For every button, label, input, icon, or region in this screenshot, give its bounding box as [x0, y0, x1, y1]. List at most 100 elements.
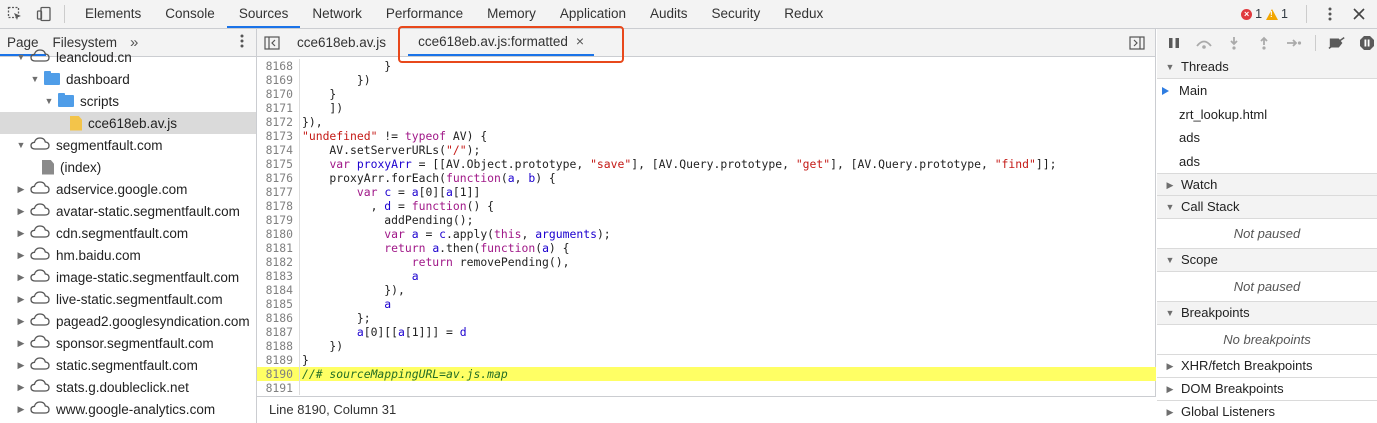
call-stack-section-header[interactable]: ▼ Call Stack	[1157, 196, 1377, 219]
tree-item[interactable]: ▶cdn.segmentfault.com	[0, 222, 256, 244]
chevron-right-icon[interactable]: ▶	[17, 403, 25, 414]
scope-section-header[interactable]: ▼ Scope	[1157, 249, 1377, 272]
tab-security[interactable]: Security	[711, 6, 761, 21]
code-line[interactable]: 8183 a	[257, 269, 1156, 283]
code-area[interactable]: 8168 }8169 })8170 }8171 ])8172}),8173"un…	[257, 59, 1156, 396]
code-line[interactable]: 8182 return removePending(),	[257, 255, 1156, 269]
code-text[interactable]: "undefined" != typeof AV) {	[302, 129, 488, 143]
chevron-down-icon[interactable]: ▼	[16, 52, 26, 62]
toggle-debugger-icon[interactable]	[1122, 29, 1151, 57]
line-number[interactable]: 8189	[265, 353, 293, 367]
thread-item[interactable]: ads	[1157, 150, 1377, 174]
editor-tab-formatted[interactable]: cce618eb.av.js:formatted ×	[408, 29, 595, 56]
tree-item[interactable]: ▶avatar-static.segmentfault.com	[0, 200, 256, 222]
tree-item[interactable]: ▶stats.g.doubleclick.net	[0, 376, 256, 398]
editor-tab-original[interactable]: cce618eb.av.js	[287, 29, 396, 56]
toggle-navigator-icon[interactable]	[257, 29, 287, 57]
chevron-right-icon[interactable]: ▶	[17, 359, 25, 370]
line-number[interactable]: 8180	[265, 227, 293, 241]
chevron-right-icon[interactable]: ▶	[17, 205, 25, 216]
line-number[interactable]: 8187	[265, 325, 293, 339]
code-line[interactable]: 8169 })	[257, 73, 1156, 87]
watch-section-header[interactable]: ▶ Watch	[1157, 173, 1377, 196]
chevron-down-icon[interactable]: ▼	[16, 140, 26, 150]
chevron-right-icon[interactable]: ▶	[17, 381, 25, 392]
tree-item[interactable]: ▶static.segmentfault.com	[0, 354, 256, 376]
thread-item[interactable]: zrt_lookup.html	[1157, 103, 1377, 127]
line-number[interactable]: 8185	[265, 297, 293, 311]
code-text[interactable]: proxyArr.forEach(function(a, b) {	[302, 171, 556, 185]
code-line[interactable]: 8188 })	[257, 339, 1156, 353]
step-over-icon[interactable]	[1195, 34, 1213, 52]
chevron-right-icon[interactable]: ▶	[17, 337, 25, 348]
line-number[interactable]: 8175	[265, 157, 293, 171]
tree-item[interactable]: (index)	[0, 156, 256, 178]
line-number[interactable]: 8179	[265, 213, 293, 227]
code-line[interactable]: 8177 var c = a[0][a[1]]	[257, 185, 1156, 199]
dom-breakpoints-section-header[interactable]: ▶ DOM Breakpoints	[1157, 378, 1377, 401]
code-line[interactable]: 8179 addPending();	[257, 213, 1156, 227]
code-line[interactable]: 8184 }),	[257, 283, 1156, 297]
line-number[interactable]: 8191	[265, 381, 293, 395]
code-text[interactable]: a[0][[a[1]]] = d	[356, 325, 467, 339]
error-counter[interactable]: × 1	[1241, 7, 1262, 21]
device-toolbar-icon[interactable]	[29, 0, 58, 28]
code-text[interactable]: }	[302, 59, 392, 73]
global-listeners-section-header[interactable]: ▶ Global Listeners	[1157, 401, 1377, 423]
thread-main[interactable]: Main	[1157, 79, 1377, 103]
thread-item[interactable]: ads	[1157, 126, 1377, 150]
code-line[interactable]: 8175 var proxyArr = [[AV.Object.prototyp…	[257, 157, 1156, 171]
tab-network[interactable]: Network	[312, 6, 362, 21]
tree-item[interactable]: ▶image-static.segmentfault.com	[0, 266, 256, 288]
step-into-icon[interactable]	[1225, 34, 1243, 52]
tree-item[interactable]: ▶pagead2.googlesyndication.com	[0, 310, 256, 332]
tab-redux[interactable]: Redux	[784, 6, 824, 21]
line-number[interactable]: 8188	[265, 339, 293, 353]
chevron-right-icon[interactable]: ▶	[17, 315, 25, 326]
tab-elements[interactable]: Elements	[85, 6, 142, 21]
line-number[interactable]: 8181	[265, 241, 293, 255]
tree-item[interactable]: cce618eb.av.js	[0, 112, 256, 134]
line-number[interactable]: 8186	[265, 311, 293, 325]
code-text[interactable]: //# sourceMappingURL=av.js.map	[302, 367, 508, 381]
tab-sources[interactable]: Sources	[226, 0, 301, 28]
close-tab-icon[interactable]: ×	[575, 33, 585, 49]
xhr-breakpoints-section-header[interactable]: ▶ XHR/fetch Breakpoints	[1157, 355, 1377, 378]
tree-item[interactable]: ▼segmentfault.com	[0, 134, 256, 156]
line-number[interactable]: 8176	[265, 171, 293, 185]
code-line[interactable]: 8191	[257, 381, 1156, 395]
line-number[interactable]: 8190	[265, 367, 293, 381]
tab-application[interactable]: Application	[559, 6, 626, 21]
inspect-element-icon[interactable]	[0, 0, 29, 28]
line-number[interactable]: 8178	[265, 199, 293, 213]
tree-item[interactable]: ▶live-static.segmentfault.com	[0, 288, 256, 310]
tab-memory[interactable]: Memory	[487, 6, 536, 21]
code-line[interactable]: 8173"undefined" != typeof AV) {	[257, 129, 1156, 143]
tab-audits[interactable]: Audits	[649, 6, 688, 21]
tab-page[interactable]: Page	[0, 29, 46, 56]
code-line[interactable]: 8172}),	[257, 115, 1156, 129]
code-text[interactable]: a	[411, 269, 419, 283]
chevron-down-icon[interactable]: ▼	[44, 96, 54, 106]
code-text[interactable]: ])	[302, 101, 344, 115]
code-line[interactable]: 8170 }	[257, 87, 1156, 101]
code-text[interactable]: }),	[302, 115, 323, 129]
tree-item[interactable]: ▼leancloud.cn	[0, 46, 256, 68]
tree-item[interactable]: ▼scripts	[0, 90, 256, 112]
code-line[interactable]: 8168 }	[257, 59, 1156, 73]
navigator-menu-icon[interactable]	[240, 34, 244, 51]
code-text[interactable]: , d = function() {	[302, 199, 495, 213]
code-text[interactable]: var proxyArr = [[AV.Object.prototype, "s…	[329, 157, 1057, 171]
code-line[interactable]: 8187 a[0][[a[1]]] = d	[257, 325, 1156, 339]
pause-icon[interactable]	[1165, 34, 1183, 52]
code-text[interactable]: AV.setServerURLs("/");	[302, 143, 481, 157]
close-devtools-icon[interactable]	[1344, 0, 1373, 28]
line-number[interactable]: 8184	[265, 283, 293, 297]
code-text[interactable]: var a = c.apply(this, arguments);	[384, 227, 611, 241]
chevron-right-icon[interactable]: ▶	[17, 293, 25, 304]
tab-console[interactable]: Console	[165, 6, 215, 21]
code-line[interactable]: 8178 , d = function() {	[257, 199, 1156, 213]
code-line[interactable]: 8176 proxyArr.forEach(function(a, b) {	[257, 171, 1156, 185]
code-text[interactable]: }	[302, 353, 309, 367]
code-line[interactable]: 8185 a	[257, 297, 1156, 311]
